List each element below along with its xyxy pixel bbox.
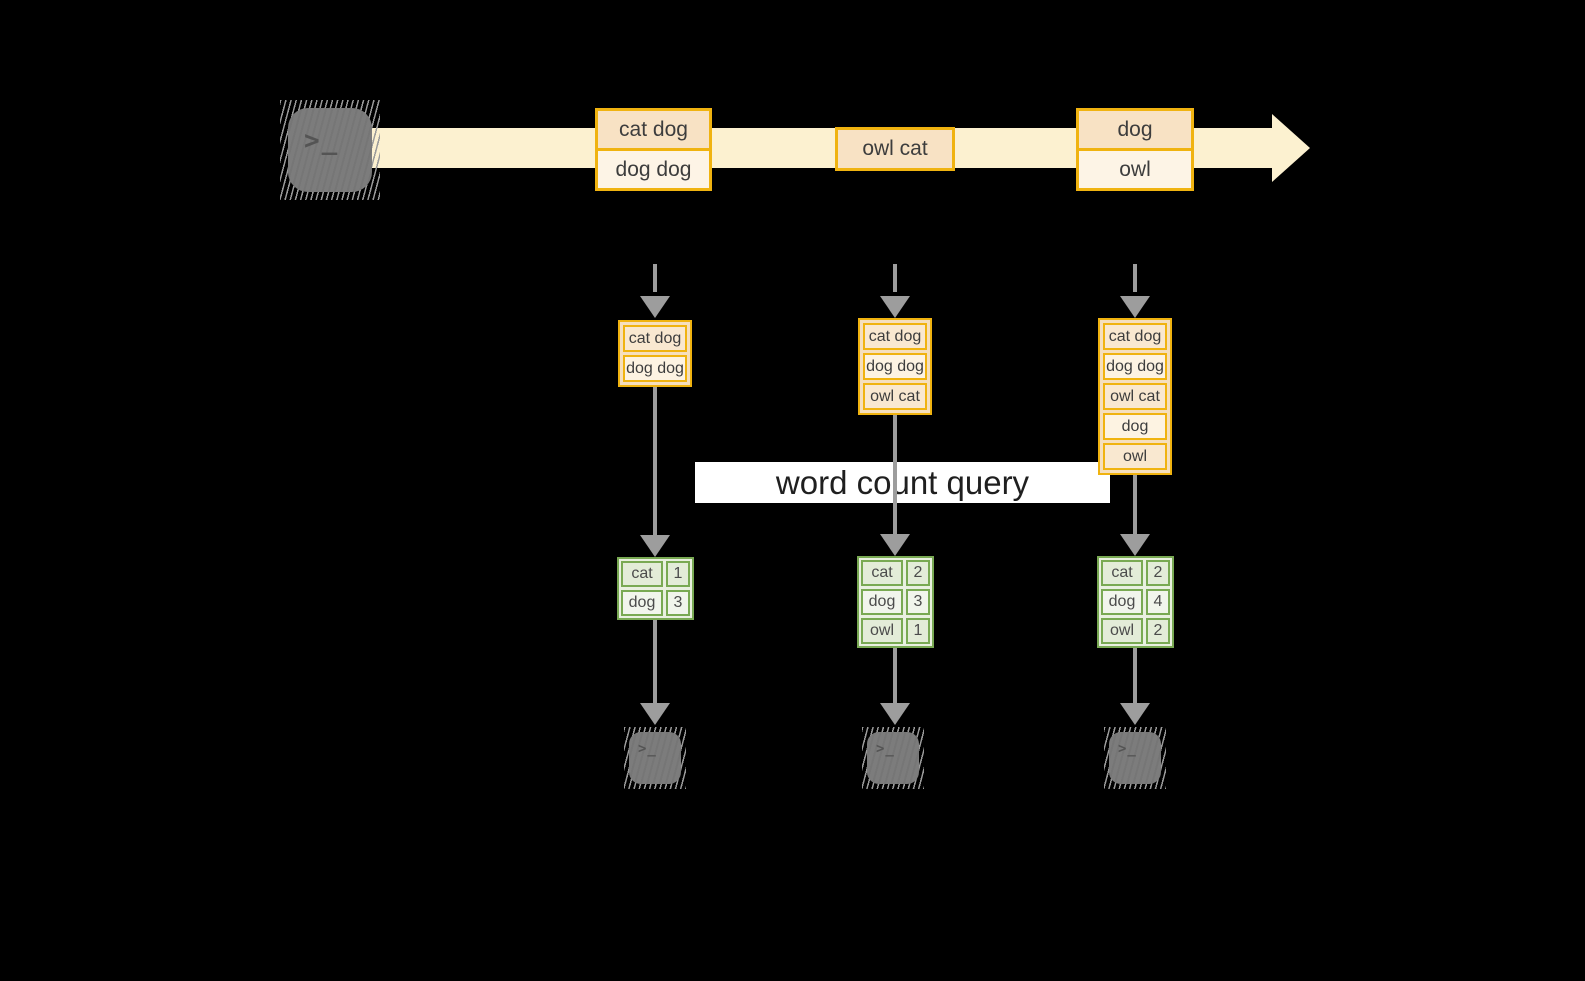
result-word: owl [861, 618, 903, 644]
result-table-2: cat 2 dog 3 owl 1 [857, 556, 934, 648]
input-row: dog dog [1103, 353, 1167, 380]
result-count: 4 [1146, 589, 1170, 615]
result-count: 2 [1146, 618, 1170, 644]
result-count: 2 [906, 560, 930, 586]
stream-batch-2: owl cat [835, 127, 955, 171]
output-terminal-icon: >_ [624, 727, 686, 789]
query-arrow-line [653, 387, 657, 535]
result-table-3: cat 2 dog 4 owl 2 [1097, 556, 1174, 648]
source-terminal-icon: >_ [280, 100, 380, 200]
trigger-arrow-line [1133, 264, 1137, 292]
stream-arrowhead-icon [1272, 114, 1310, 182]
input-row: dog dog [623, 355, 687, 382]
result-count: 2 [1146, 560, 1170, 586]
output-arrowhead-icon [880, 703, 910, 725]
input-row: owl cat [1103, 383, 1167, 410]
result-count: 3 [666, 590, 690, 616]
stream-batch-3: dog owl [1076, 108, 1194, 191]
terminal-screen: >_ [288, 108, 372, 192]
result-table-1: cat 1 dog 3 [617, 557, 694, 620]
terminal-screen: >_ [867, 732, 919, 784]
input-table-3: cat dog dog dog owl cat dog owl [1098, 318, 1172, 475]
stream-record: dog [1079, 111, 1191, 148]
stream-record: owl cat [838, 130, 952, 168]
query-arrowhead-icon [640, 535, 670, 557]
prompt-glyph-icon: >_ [304, 126, 340, 156]
result-count: 3 [906, 589, 930, 615]
result-word: cat [861, 560, 903, 586]
input-row: dog [1103, 413, 1167, 440]
input-row: dog dog [863, 353, 927, 380]
output-arrowhead-icon [640, 703, 670, 725]
result-word: owl [1101, 618, 1143, 644]
query-arrow-line [893, 415, 897, 534]
output-terminal-icon: >_ [862, 727, 924, 789]
output-arrowhead-icon [1120, 703, 1150, 725]
result-count: 1 [666, 561, 690, 587]
result-word: cat [1101, 560, 1143, 586]
output-terminal-icon: >_ [1104, 727, 1166, 789]
trigger-arrowhead-icon [880, 296, 910, 318]
output-arrow-line [893, 648, 897, 703]
trigger-arrowhead-icon [1120, 296, 1150, 318]
stream-record: cat dog [598, 111, 709, 148]
output-arrow-line [653, 620, 657, 703]
trigger-arrowhead-icon [640, 296, 670, 318]
terminal-screen: >_ [629, 732, 681, 784]
input-row: cat dog [623, 325, 687, 352]
stream-record: owl [1079, 148, 1191, 188]
prompt-glyph-icon: >_ [1118, 741, 1137, 757]
result-word: dog [621, 590, 663, 616]
result-word: dog [1101, 589, 1143, 615]
input-row: owl [1103, 443, 1167, 470]
stream-batch-1: cat dog dog dog [595, 108, 712, 191]
terminal-screen: >_ [1109, 732, 1161, 784]
query-arrow-line [1133, 475, 1137, 534]
query-arrowhead-icon [880, 534, 910, 556]
prompt-glyph-icon: >_ [638, 741, 657, 757]
query-arrowhead-icon [1120, 534, 1150, 556]
input-row: cat dog [1103, 323, 1167, 350]
trigger-arrow-line [893, 264, 897, 292]
trigger-arrow-line [653, 264, 657, 292]
input-row: owl cat [863, 383, 927, 410]
result-word: cat [621, 561, 663, 587]
query-banner: word count query [695, 462, 1110, 503]
prompt-glyph-icon: >_ [876, 741, 895, 757]
input-table-2: cat dog dog dog owl cat [858, 318, 932, 415]
result-count: 1 [906, 618, 930, 644]
output-arrow-line [1133, 648, 1137, 703]
input-table-1: cat dog dog dog [618, 320, 692, 387]
input-row: cat dog [863, 323, 927, 350]
result-word: dog [861, 589, 903, 615]
stream-record: dog dog [598, 148, 709, 188]
